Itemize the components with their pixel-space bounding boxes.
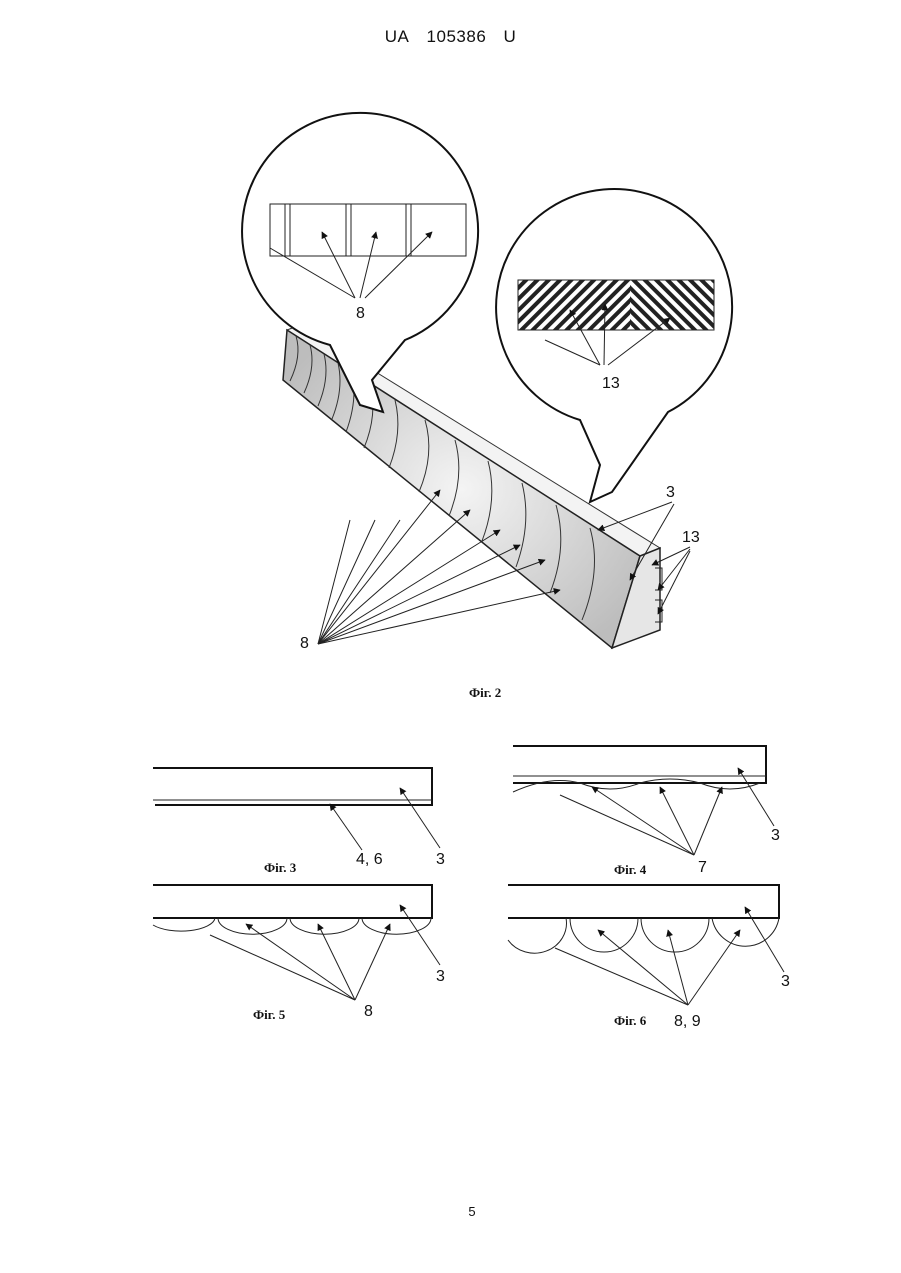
fig3-caption: Фіг. 3 <box>264 860 297 875</box>
beam-label-13: 13 <box>682 529 700 546</box>
figure-2: 8 13 3 13 8 <box>242 113 732 700</box>
fig4-caption: Фіг. 4 <box>614 862 647 877</box>
page-number: 5 <box>0 1204 901 1219</box>
fig5-label-b: 3 <box>436 968 445 985</box>
beam-label-3: 3 <box>666 484 675 501</box>
fig2-caption: Фіг. 2 <box>469 685 501 700</box>
beam-label-8: 8 <box>300 635 309 652</box>
fig6-caption: Фіг. 6 <box>614 1013 647 1028</box>
fig5-label-a: 8 <box>364 1003 373 1020</box>
fig3-label-b: 3 <box>436 851 445 868</box>
figure-3: 4, 6 3 Фіг. 3 <box>153 768 445 875</box>
fig4-label-a: 7 <box>698 859 707 876</box>
zoom-circle-right: 13 <box>496 189 732 502</box>
fig6-label-a: 8, 9 <box>674 1013 701 1030</box>
fig5-caption: Фіг. 5 <box>253 1007 286 1022</box>
fig4-label-b: 3 <box>771 827 780 844</box>
fig3-label-a: 4, 6 <box>356 851 383 868</box>
figure-4: 7 3 Фіг. 4 <box>513 746 780 877</box>
zoom-right-label: 13 <box>602 375 620 392</box>
fig6-label-b: 3 <box>781 973 790 990</box>
figure-6: 8, 9 3 Фіг. 6 <box>508 885 790 1030</box>
zoom-left-label: 8 <box>356 305 365 322</box>
zoom-circle-left: 8 <box>242 113 478 412</box>
figure-5: 8 3 Фіг. 5 <box>153 885 445 1022</box>
